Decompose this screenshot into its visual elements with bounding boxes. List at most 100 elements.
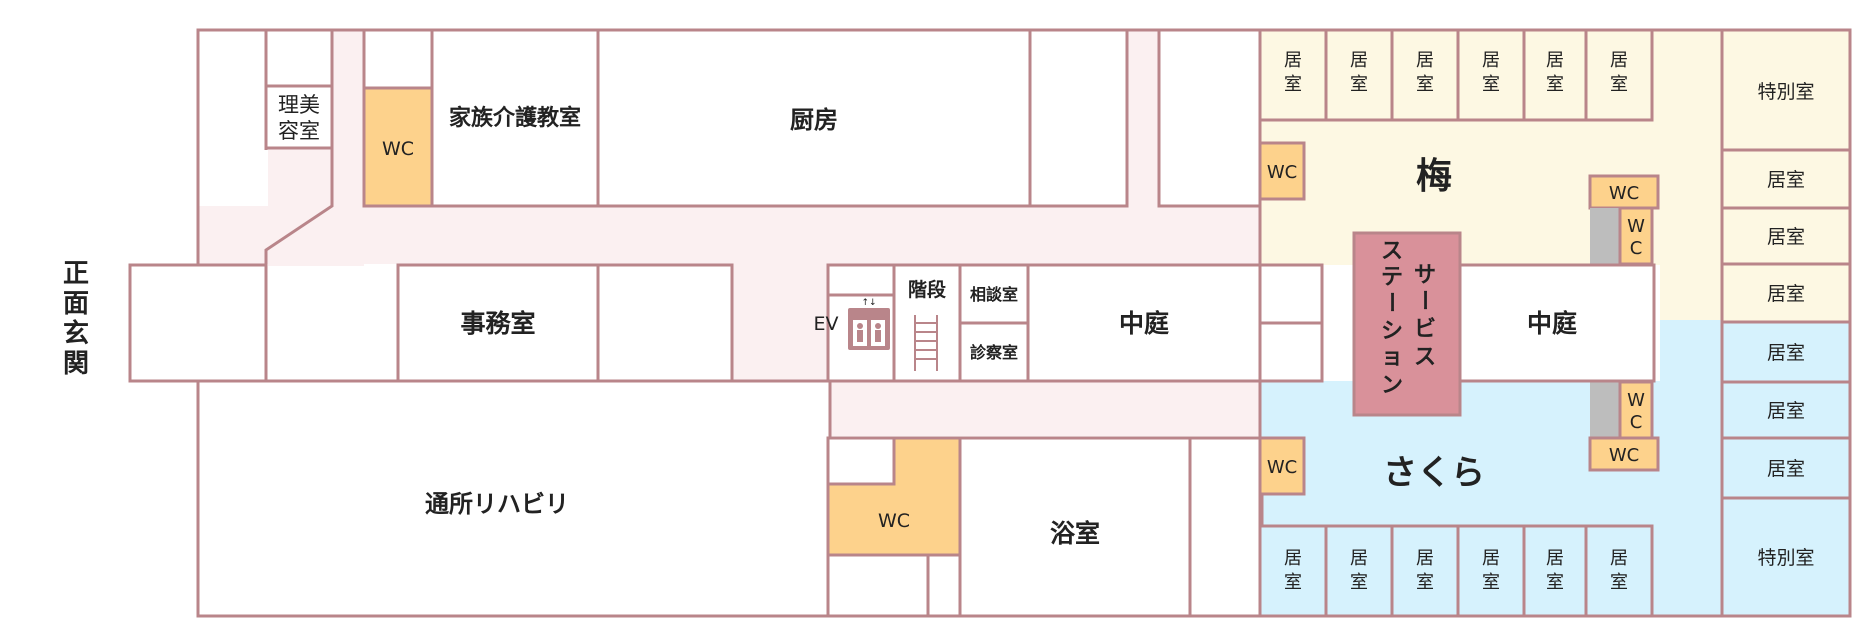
label-special-room-bottom: 特別室 (1757, 547, 1814, 569)
sakura-living-room-labels: 居 室 居 室 居 室 居 室 居 室 居 室 (1284, 548, 1628, 593)
room-lower-bottom (826, 553, 930, 618)
label-ev: EV (813, 313, 838, 335)
corridor-right-vertical (1127, 30, 1159, 266)
living-room-top-2 (1324, 28, 1394, 122)
stairs-icon (914, 315, 938, 371)
ss-char-2: ー (1411, 289, 1436, 311)
room-kitchen (596, 28, 1032, 208)
living-room-bottom-6 (1584, 524, 1654, 618)
lr-top-6a: 居 (1610, 50, 1628, 71)
lr-bot-3b: 室 (1416, 572, 1434, 593)
right-column-labels: 特別室 居室 居室 居室 居室 居室 居室 特別室 (1757, 81, 1814, 569)
label-courtyard-left: 中庭 (1119, 309, 1169, 338)
lr-bot-6a: 居 (1610, 548, 1628, 569)
special-room-top (1720, 28, 1852, 152)
living-room-bottom-5 (1522, 524, 1588, 618)
label-office: 事務室 (460, 309, 535, 338)
room-upper-storage (362, 28, 434, 90)
room-consultation (958, 263, 1030, 325)
ss-char-8: シ (1381, 319, 1403, 344)
label-barber-2: 容室 (278, 119, 320, 143)
lr-top-3a: 居 (1416, 50, 1434, 71)
ss-char-4: ス (1414, 345, 1436, 370)
ss-char-7: ー (1378, 291, 1403, 313)
lr-bot-3a: 居 (1416, 548, 1434, 569)
label-wc-ume-left: WC (1267, 162, 1297, 183)
service-station-label: サ ー ビ ス ス テ ー シ ョ ン (1378, 239, 1436, 398)
label-bath: 浴室 (1050, 519, 1100, 548)
label-wc-sakura-right-v2: C (1630, 412, 1643, 433)
ume-living-room-labels: 居 室 居 室 居 室 居 室 居 室 居 室 (1284, 50, 1628, 95)
ss-char-5: ス (1381, 239, 1403, 264)
room-upper-right-small (1157, 28, 1262, 208)
ss-char-3: ビ (1414, 317, 1436, 342)
label-wc-ume-right-v1: W (1627, 216, 1645, 237)
living-room-top-6 (1584, 28, 1654, 122)
wc-sakura-left (1258, 436, 1306, 496)
lr-top-2a: 居 (1350, 50, 1368, 71)
lr-bot-4a: 居 (1482, 548, 1500, 569)
lr-bot-6b: 室 (1610, 572, 1628, 593)
living-room-top-1 (1258, 28, 1328, 122)
entrance-label-char-1: 正 (63, 259, 89, 289)
room-rehab (196, 379, 832, 618)
wc-sakura-right-vertical (1618, 380, 1654, 440)
lr-bot-5a: 居 (1546, 548, 1564, 569)
label-special-room-top: 特別室 (1757, 81, 1814, 103)
label-unit-sakura: さくら (1383, 453, 1485, 493)
lr-top-4a: 居 (1482, 50, 1500, 71)
lr-top-5b: 室 (1546, 74, 1564, 95)
label-wc-sakura-right-h: WC (1609, 445, 1639, 466)
label-lr-right-1: 居室 (1767, 169, 1805, 191)
lr-top-1a: 居 (1284, 50, 1302, 71)
living-room-bottom-1 (1258, 524, 1328, 618)
lr-bot-1b: 室 (1284, 572, 1302, 593)
room-kitchen-annex (1028, 28, 1129, 208)
lr-bot-4b: 室 (1482, 572, 1500, 593)
label-barber-1: 理美 (278, 93, 320, 117)
living-room-right-5 (1720, 380, 1852, 440)
living-room-bottom-2 (1324, 524, 1394, 618)
corridor-upper (198, 206, 1262, 264)
room-bath-annex (1188, 436, 1264, 618)
label-examination: 診察室 (970, 343, 1018, 362)
label-wc-sakura-left: WC (1267, 457, 1297, 478)
living-room-top-4 (1456, 28, 1526, 122)
lr-top-4b: 室 (1482, 74, 1500, 95)
label-kitchen: 厨房 (790, 106, 838, 134)
room-barber (264, 84, 334, 150)
wc-ume-left (1258, 141, 1306, 201)
label-rehab: 通所リハビリ (425, 490, 569, 518)
lr-bot-1a: 居 (1284, 548, 1302, 569)
living-room-right-1 (1720, 148, 1852, 210)
living-room-bottom-3 (1390, 524, 1460, 618)
ss-char-1: サ (1414, 263, 1436, 288)
entrance-label-char-2: 面 (63, 289, 89, 319)
lr-bot-2a: 居 (1350, 548, 1368, 569)
elevator-icon: ↑↓ (848, 298, 890, 350)
lr-bot-2b: 室 (1350, 572, 1368, 593)
label-lr-right-3: 居室 (1767, 283, 1805, 305)
room-entrance-hall (128, 263, 268, 383)
room-barber-block (264, 28, 334, 88)
living-room-right-3 (1720, 262, 1852, 324)
room-family-care-class (430, 28, 600, 208)
corridor-lower (828, 380, 1262, 436)
living-room-bottom-4 (1456, 524, 1526, 618)
sakura-living-rooms (1258, 524, 1654, 618)
label-consultation: 相談室 (970, 285, 1018, 304)
room-office (396, 263, 600, 383)
living-room-right-4 (1720, 320, 1852, 384)
ss-char-10: ン (1381, 373, 1403, 398)
label-unit-ume: 梅 (1416, 156, 1452, 197)
label-wc-lower-center: WC (878, 510, 910, 532)
lr-top-6b: 室 (1610, 74, 1628, 95)
entrance-label-char-3: 玄 (63, 318, 89, 349)
shaft-ume (1590, 208, 1620, 264)
lr-top-3b: 室 (1416, 74, 1434, 95)
room-bath (958, 436, 1192, 618)
lr-top-5a: 居 (1546, 50, 1564, 71)
label-courtyard-right: 中庭 (1527, 309, 1577, 338)
room-office-annex (596, 263, 734, 383)
